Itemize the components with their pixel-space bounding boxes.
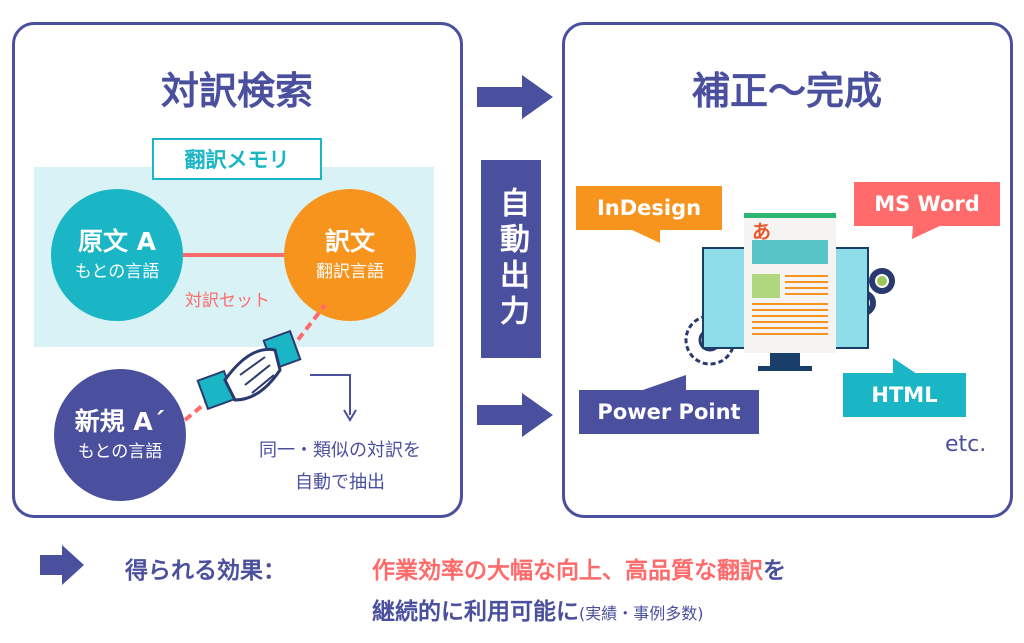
handshake-icon [183, 303, 327, 422]
extract-note: 同一・類似の対訳を 自動で抽出 [240, 435, 440, 499]
new-source-subtitle: もとの言語 [77, 442, 163, 462]
new-source-circle: 新規 A´ もとの言語 [54, 369, 186, 501]
pair-label: 対訳セット [185, 291, 270, 311]
result-label: 得られる効果： [125, 558, 286, 584]
auto-output-label: 自動出力 [481, 160, 541, 358]
bottom-arrow-icon [477, 393, 553, 437]
extract-note-line1: 同一・類似の対訳を [259, 440, 421, 461]
result-arrow-icon [40, 545, 84, 585]
result-suffix: を [763, 558, 786, 584]
right-panel-title: 補正〜完成 [691, 69, 882, 113]
bubble-tail [893, 358, 917, 374]
source-title: 原文 A [77, 227, 157, 256]
source-subtitle: もとの言語 [74, 262, 160, 282]
format-bubble-msword: MS Word [854, 182, 1000, 226]
memory-label: 翻訳メモリ [152, 138, 322, 180]
target-title: 訳文 [324, 227, 375, 256]
format-bubble-indesign: InDesign [576, 186, 722, 230]
result-line1: 作業効率の大幅な向上、高品質な翻訳を [372, 551, 786, 585]
format-bubble-powerpoint: Power Point [579, 390, 759, 434]
target-subtitle: 翻訳言語 [316, 262, 384, 282]
bubble-tail [640, 375, 686, 391]
top-arrow-icon [477, 75, 553, 119]
extract-arrow-icon [310, 374, 357, 422]
bubble-tail [630, 229, 660, 243]
pair-link-line [180, 253, 290, 257]
result-line2-text: 継続的に利用可能に [372, 599, 579, 625]
result-line2: 継続的に利用可能に(実績・事例多数) [372, 592, 704, 626]
etc-label: etc. [945, 432, 987, 457]
target-circle: 訳文 翻訳言語 [284, 189, 416, 321]
left-panel-title: 対訳検索 [160, 69, 313, 113]
computer-illustration [684, 213, 895, 371]
result-note: (実績・事例多数) [579, 604, 704, 623]
bubble-tail [912, 225, 942, 239]
extract-note-line2: 自動で抽出 [295, 472, 385, 493]
source-circle: 原文 A もとの言語 [51, 189, 183, 321]
result-highlight: 作業効率の大幅な向上、高品質な翻訳 [372, 558, 763, 584]
new-source-title: 新規 A´ [74, 407, 166, 436]
document-glyph: あ [752, 221, 772, 243]
format-bubble-html: HTML [843, 373, 966, 417]
